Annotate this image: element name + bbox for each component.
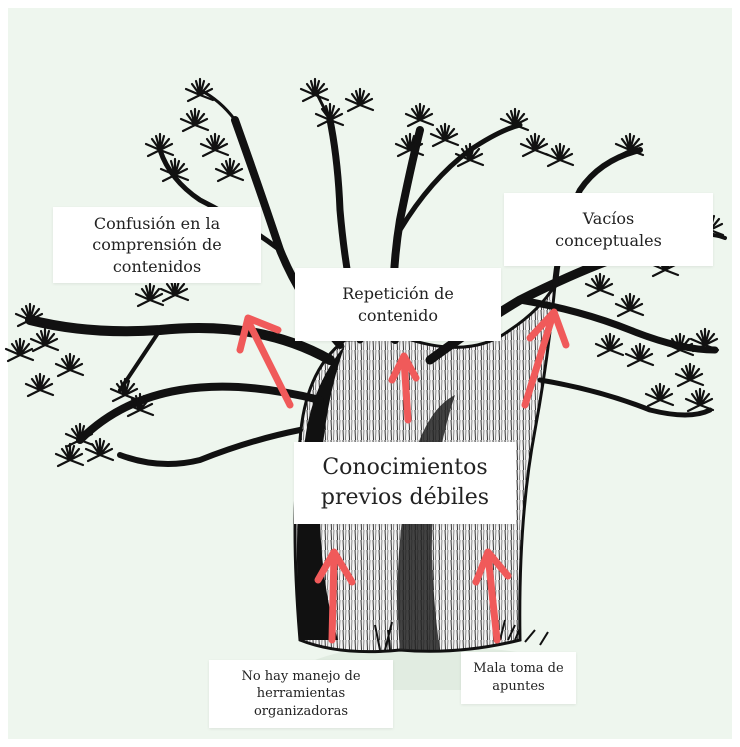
node-label-line: apuntes xyxy=(473,678,563,696)
node-label-line: herramientas xyxy=(241,685,360,703)
node-label-line: Confusión en la xyxy=(92,213,222,235)
node-label-line: Mala toma de xyxy=(473,660,563,678)
node-label-line: contenido xyxy=(342,305,454,327)
node-label-line: Vacíos xyxy=(555,208,662,230)
node-label-line: previos débiles xyxy=(321,483,489,513)
node-label-line: Conocimientos xyxy=(321,453,489,483)
node-label-line: No hay manejo de xyxy=(241,668,360,686)
node-label-line: organizadoras xyxy=(241,703,360,721)
node-label-line: conceptuales xyxy=(555,230,662,252)
node-label-line: comprensión de xyxy=(92,234,222,256)
node-bottom-right: Mala toma de apuntes xyxy=(461,652,576,704)
node-top-right: Vacíos conceptuales xyxy=(504,193,713,266)
node-bottom-left: No hay manejo de herramientas organizado… xyxy=(209,660,393,728)
node-center: Conocimientos previos débiles xyxy=(294,442,516,524)
node-top-left: Confusión en la comprensión de contenido… xyxy=(53,207,261,283)
node-middle: Repetición de contenido xyxy=(295,268,501,341)
node-label-line: contenidos xyxy=(92,256,222,278)
node-label-line: Repetición de xyxy=(342,283,454,305)
